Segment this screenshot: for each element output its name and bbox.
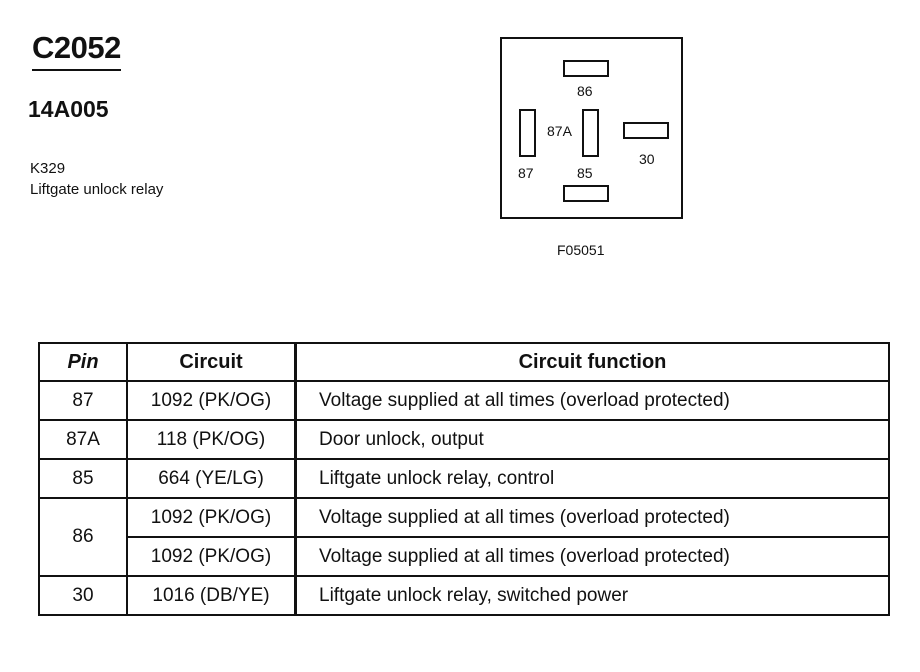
component-name: Liftgate unlock relay: [30, 181, 164, 198]
figure-id: F05051: [557, 242, 605, 258]
pin-label-87a: 87A: [547, 123, 572, 139]
function-cell: Voltage supplied at all times (overload …: [294, 536, 890, 577]
table-row: 87 1092 (PK/OG) Voltage supplied at all …: [38, 380, 890, 421]
pin-label-87: 87: [518, 165, 534, 181]
component-id: K329: [30, 160, 66, 177]
pin-cell: 87A: [38, 419, 128, 460]
component-info: K329 Liftgate unlock relay: [30, 158, 163, 200]
function-cell: Liftgate unlock relay, switched power: [294, 575, 890, 616]
circuit-cell: 664 (YE/LG): [126, 458, 297, 499]
pin-cell: 87: [38, 380, 128, 421]
connector-title: C2052: [32, 30, 121, 71]
terminal-87: [519, 109, 536, 157]
function-cell: Voltage supplied at all times (overload …: [294, 497, 890, 538]
circuit-header: Circuit: [126, 342, 297, 382]
pin-cell: 30: [38, 575, 128, 616]
table-row: 30 1016 (DB/YE) Liftgate unlock relay, s…: [38, 575, 890, 616]
connector-face-diagram: 86 87A 30 87 85: [500, 37, 683, 219]
function-cell: Liftgate unlock relay, control: [294, 458, 890, 499]
table-row: 86 1092 (PK/OG) Voltage supplied at all …: [38, 497, 890, 577]
part-number: 14A005: [28, 96, 109, 122]
terminal-86: [563, 60, 609, 77]
pinout-table: Pin Circuit Circuit function 87 1092 (PK…: [38, 342, 890, 616]
table-row: 1092 (PK/OG) Voltage supplied at all tim…: [39, 536, 890, 577]
pin-header: Pin: [38, 342, 128, 382]
pin-label-30: 30: [639, 151, 655, 167]
function-cell: Door unlock, output: [294, 419, 890, 460]
circuit-cell: 118 (PK/OG): [126, 419, 297, 460]
terminal-30: [623, 122, 669, 139]
pin-cell: 85: [38, 458, 128, 499]
circuit-cell: 1092 (PK/OG): [126, 497, 297, 538]
table-header-row: Pin Circuit Circuit function: [38, 342, 890, 382]
pin-label-86: 86: [577, 83, 593, 99]
pin-cell: 86: [38, 497, 128, 577]
pin-label-85: 85: [577, 165, 593, 181]
function-header: Circuit function: [294, 342, 890, 382]
circuit-cell: 1092 (PK/OG): [126, 380, 297, 421]
table-row: 87A 118 (PK/OG) Door unlock, output: [38, 419, 890, 460]
terminal-85: [563, 185, 609, 202]
terminal-87a: [582, 109, 599, 157]
circuit-cell: 1092 (PK/OG): [126, 536, 297, 577]
table-row: 85 664 (YE/LG) Liftgate unlock relay, co…: [38, 458, 890, 499]
function-cell: Voltage supplied at all times (overload …: [294, 380, 890, 421]
circuit-cell: 1016 (DB/YE): [126, 575, 297, 616]
